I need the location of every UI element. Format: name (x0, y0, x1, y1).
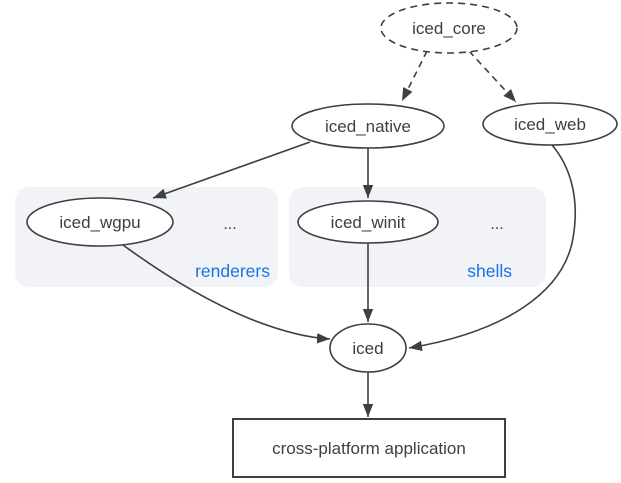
node-iced-wgpu-shape (26, 197, 174, 247)
node-iced-web-shape (482, 102, 618, 146)
cluster-shells-ellipsis: ... (490, 216, 503, 233)
edge-iced-web-to-iced (408, 144, 576, 351)
cluster-renderers-label: renderers (195, 261, 270, 281)
node-iced-shape (329, 323, 407, 373)
edges (122, 50, 576, 417)
node-iced-core-label: iced_core (412, 19, 486, 38)
cluster-shells-label: shells (467, 261, 512, 281)
node-application-shape (232, 418, 506, 478)
edge-iced-core-to-iced-web (468, 50, 517, 103)
cluster-renderers-ellipsis: ... (223, 216, 236, 233)
node-iced-winit-label: iced_winit (331, 213, 406, 232)
node-labels: iced_core iced_native iced_web iced_wgpu… (59, 19, 586, 458)
node-iced-core-shape (380, 2, 518, 54)
edge-iced-wgpu-to-iced (122, 244, 331, 344)
node-iced-web-label: iced_web (514, 115, 586, 134)
node-iced-label: iced (352, 339, 383, 358)
node-iced-wgpu-label: iced_wgpu (59, 213, 140, 232)
node-application-label: cross-platform application (272, 439, 466, 458)
node-iced-native-shape (291, 103, 445, 149)
node-iced-winit-shape (297, 200, 439, 244)
edge-iced-native-to-iced-wgpu (152, 141, 311, 199)
edge-iced-core-to-iced-native (401, 50, 428, 102)
node-shapes (26, 2, 618, 478)
node-iced-native-label: iced_native (325, 117, 411, 136)
